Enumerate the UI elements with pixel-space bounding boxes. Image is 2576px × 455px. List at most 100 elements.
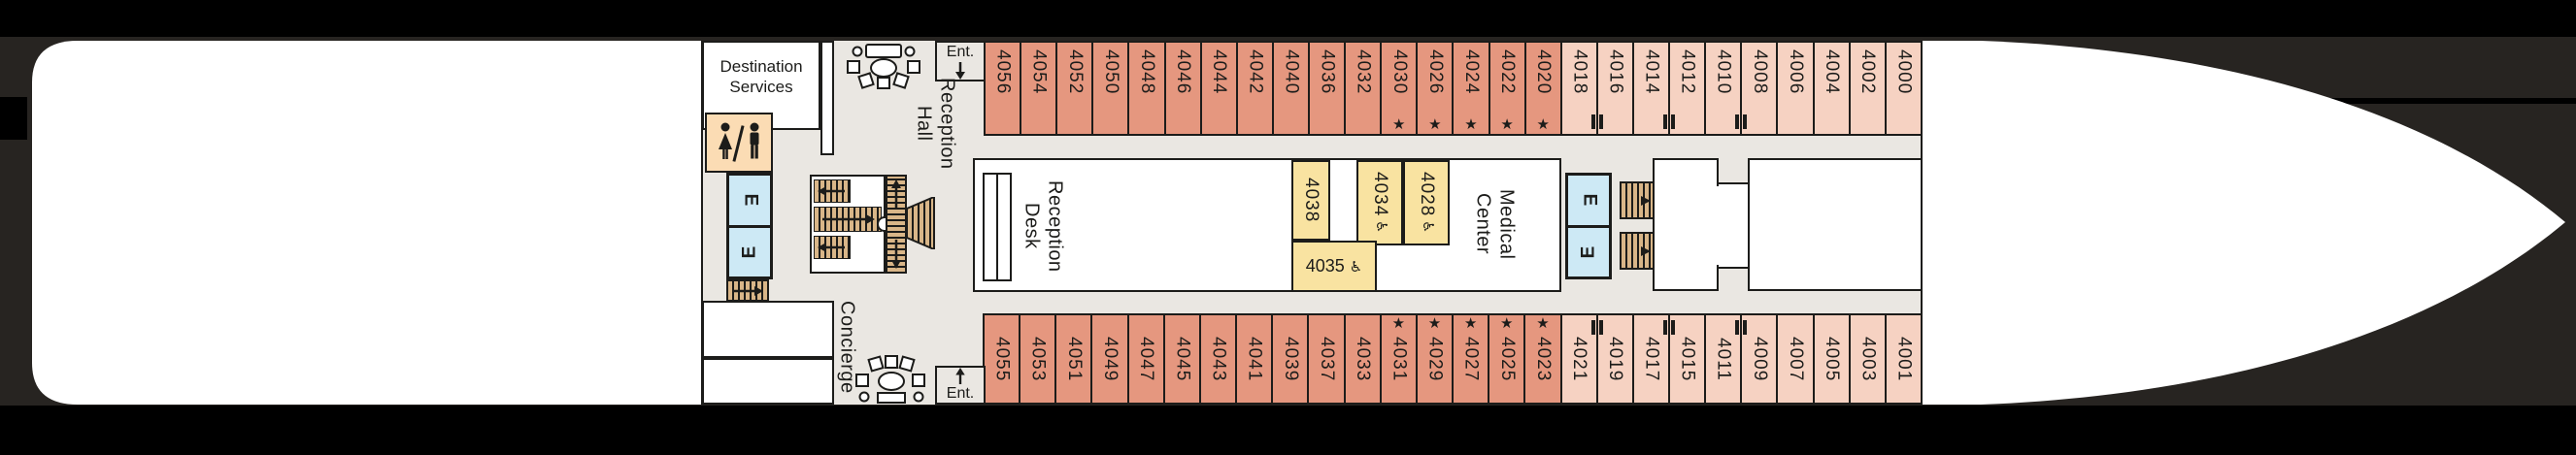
cabin-number: 4001 xyxy=(1893,336,1915,382)
connecting-rooms-icon xyxy=(1735,320,1748,335)
arrow-left-icon xyxy=(818,186,845,196)
stair-run-upper xyxy=(814,179,851,203)
star-icon: ★ xyxy=(1500,116,1514,133)
entrance-top: Ent. xyxy=(935,41,986,81)
destination-services-line2: Services xyxy=(729,78,793,97)
arrow-right-icon xyxy=(1641,196,1651,206)
elevator-letter: E xyxy=(1579,193,1599,207)
cabin-number: 4032 xyxy=(1353,49,1374,95)
stairs-right-lower xyxy=(1620,232,1655,270)
elevator-letter: E xyxy=(739,245,759,259)
cabin-4031: 4031★ xyxy=(1379,315,1416,403)
reception-hall-word1: Reception xyxy=(936,77,958,170)
cabin-number: 4039 xyxy=(1280,336,1301,382)
cabin-4051: 4051 xyxy=(1054,315,1091,403)
cabin-4028: 4028♿ xyxy=(1403,160,1450,245)
cabin-number: 4021 xyxy=(1569,336,1590,382)
stairs-right-upper xyxy=(1620,181,1655,219)
star-icon: ★ xyxy=(1536,315,1550,332)
left-black-mark xyxy=(0,97,27,140)
cabin-number: 4026 xyxy=(1424,49,1446,95)
cabin-4014: 4014 xyxy=(1631,43,1676,134)
cabin-number: 4010 xyxy=(1713,49,1734,95)
cabin-4056: 4056 xyxy=(986,43,1020,134)
seating-group-top xyxy=(847,44,920,89)
cabin-number: 4049 xyxy=(1100,336,1121,382)
cabin-4053: 4053 xyxy=(1019,315,1055,403)
cabin-4004: 4004 xyxy=(1812,43,1849,134)
cabin-number: 4002 xyxy=(1857,49,1879,95)
cabin-number: 4046 xyxy=(1173,49,1194,95)
cabin-number: 4042 xyxy=(1245,49,1266,95)
reception-desk-word2: Desk xyxy=(1020,203,1043,249)
cabin-number: 4004 xyxy=(1822,49,1843,95)
cabin-4040: 4040 xyxy=(1271,43,1308,134)
cabin-4035: 4035♿ xyxy=(1291,241,1377,292)
room-forward-a-ext xyxy=(1717,182,1750,269)
entrance-bottom: Ent. xyxy=(935,366,986,405)
cabin-number: 4016 xyxy=(1605,49,1626,95)
arrow-right-icon xyxy=(822,214,875,224)
star-icon: ★ xyxy=(1392,116,1406,133)
seating-group-bottom xyxy=(855,355,925,404)
reception-hall-word2: Hall xyxy=(913,105,935,142)
elevator-right-1: E xyxy=(1568,176,1609,225)
cabin-number: 4048 xyxy=(1136,49,1157,95)
cabin-4025: 4025★ xyxy=(1488,315,1524,403)
cabin-4011: 4011 xyxy=(1704,315,1748,403)
cabin-number: 4043 xyxy=(1208,336,1229,382)
medical-center-label: Center Medical xyxy=(1464,161,1524,287)
cabin-4007: 4007 xyxy=(1776,315,1813,403)
cabin-number: 4025 xyxy=(1496,336,1518,382)
cabin-4043: 4043 xyxy=(1198,315,1236,403)
cabin-number: 4051 xyxy=(1063,336,1085,382)
cabin-4046: 4046 xyxy=(1163,43,1200,134)
connecting-rooms-icon xyxy=(1590,320,1603,335)
cabin-number: 4012 xyxy=(1677,49,1698,95)
cabin-number: 4007 xyxy=(1786,336,1807,382)
cabin-4017: 4017 xyxy=(1631,315,1675,403)
cabin-4042: 4042 xyxy=(1235,43,1272,134)
elevator-bank-left: E E xyxy=(726,173,773,279)
arrow-right-icon xyxy=(1641,246,1651,256)
cabin-number: 4054 xyxy=(1028,49,1050,95)
entrance-top-label: Ent. xyxy=(946,43,975,60)
cabin-4027: 4027★ xyxy=(1452,315,1489,403)
cabin-number: 4014 xyxy=(1641,49,1662,95)
elevator-letter: E xyxy=(1578,245,1598,259)
star-icon: ★ xyxy=(1464,116,1478,133)
cabin-4034: 4034♿ xyxy=(1356,160,1403,245)
cabin-4003: 4003 xyxy=(1848,315,1885,403)
cabin-number: 4011 xyxy=(1713,337,1734,381)
cabin-4010: 4010 xyxy=(1704,43,1748,134)
cabin-4008: 4008 xyxy=(1740,43,1777,134)
cabin-number: 4000 xyxy=(1893,49,1915,95)
corridor-strip xyxy=(820,41,834,155)
cabin-number: 4008 xyxy=(1749,49,1770,95)
midship-block xyxy=(973,158,1561,292)
cabin-number: 4045 xyxy=(1172,336,1193,382)
elevator-right-2: E xyxy=(1568,227,1609,276)
cabin-4047: 4047 xyxy=(1126,315,1163,403)
star-icon: ★ xyxy=(1427,315,1442,332)
cabin-4045: 4045 xyxy=(1162,315,1199,403)
cabin-4002: 4002 xyxy=(1848,43,1885,134)
stairs-left xyxy=(726,279,769,302)
cabin-4018: 4018 xyxy=(1559,43,1603,134)
elevator-letter: E xyxy=(740,193,760,207)
reception-hall-label: Hall Reception xyxy=(905,50,965,196)
cabin-number: 4003 xyxy=(1857,336,1879,382)
cabin-number: 4044 xyxy=(1209,49,1230,95)
star-icon: ★ xyxy=(1536,116,1550,133)
cabin-4049: 4049 xyxy=(1090,315,1127,403)
arrow-down-icon xyxy=(891,240,901,269)
cabin-number: 4019 xyxy=(1605,336,1626,382)
cabin-4036: 4036 xyxy=(1307,43,1345,134)
cabin-4029: 4029★ xyxy=(1415,315,1453,403)
elevator-left-2: E xyxy=(729,227,770,276)
cabin-4020: 4020★ xyxy=(1523,43,1560,134)
cabin-number: 4027 xyxy=(1460,336,1482,382)
